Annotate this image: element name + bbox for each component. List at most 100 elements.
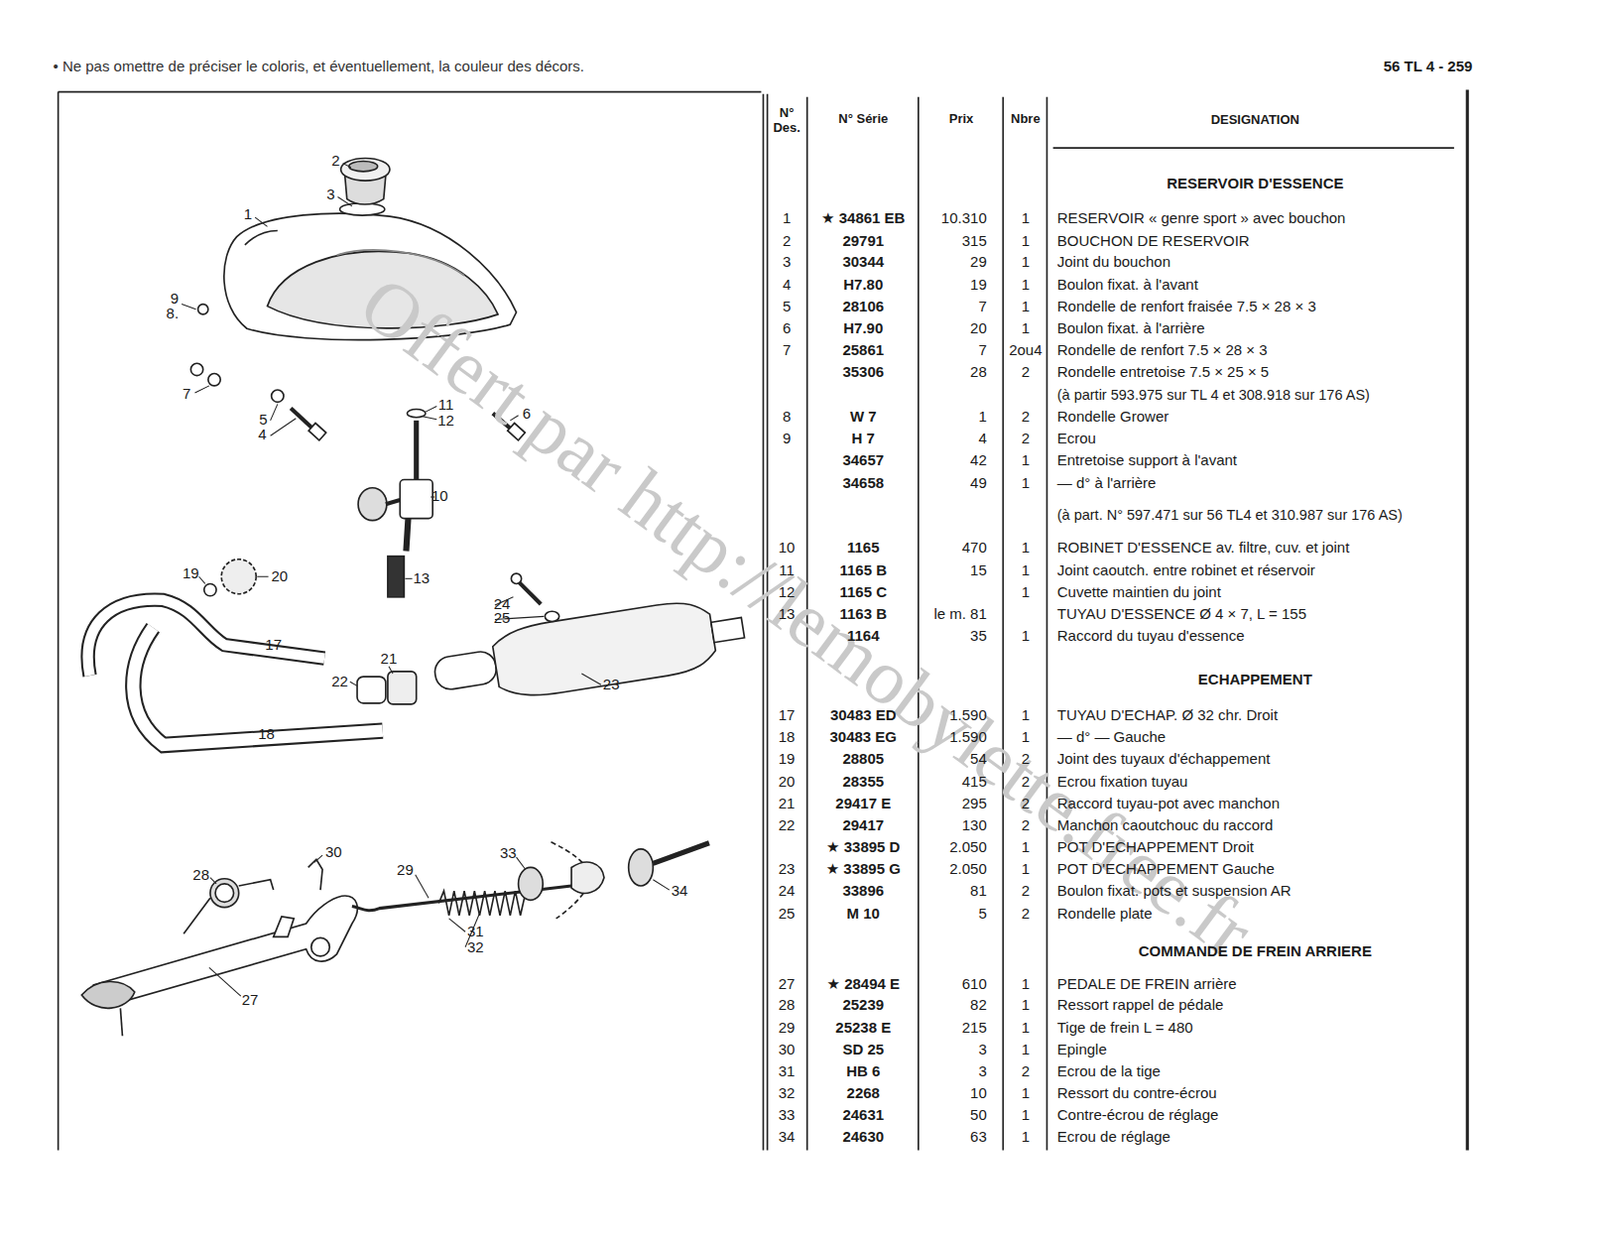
price: 7: [978, 341, 986, 360]
header-note: • Ne pas omettre de préciser le coloris,…: [52, 57, 585, 76]
quantity: 1: [1021, 838, 1030, 857]
price: 10: [970, 1084, 987, 1103]
callout-number: 7: [182, 384, 191, 403]
price: 50: [970, 1106, 987, 1124]
quantity: 1: [1021, 538, 1030, 557]
callout-number: 18: [257, 725, 275, 743]
quantity: 1: [1021, 561, 1030, 580]
serial-number: 25239: [842, 995, 884, 1014]
serial-number: H7.80: [843, 275, 883, 294]
designation: Boulon fixat. pots et suspension AR: [1057, 881, 1292, 900]
exhaust-muffler: [357, 573, 749, 712]
callout-number: 11: [438, 395, 455, 414]
serial-number: 29417: [842, 816, 884, 835]
price: 215: [962, 1018, 987, 1037]
serial-number: H7.90: [843, 319, 883, 338]
callout-number: 21: [380, 649, 398, 668]
quantity: 2: [1021, 881, 1030, 900]
callout-number: 25: [493, 609, 511, 627]
quantity: 1: [1021, 975, 1030, 993]
quantity: 1: [1021, 995, 1030, 1014]
callout-number: 6: [522, 404, 531, 423]
quantity: 2: [1021, 749, 1030, 768]
callout-number: 23: [603, 675, 620, 694]
quantity: 2: [1021, 772, 1030, 791]
ref-number: 23: [778, 860, 796, 878]
quantity: 1: [1021, 297, 1030, 316]
serial-number: 24631: [842, 1106, 884, 1124]
ref-number: 11: [778, 561, 795, 580]
price: 315: [962, 232, 987, 250]
designation: TUYAU D'ESSENCE Ø 4 × 7, L = 155: [1057, 605, 1307, 623]
serial-number: 28106: [842, 297, 884, 316]
designation: Ressort rappel de pédale: [1057, 995, 1225, 1014]
ref-number: 30: [778, 1040, 796, 1059]
column-header: Nbre: [1010, 110, 1041, 128]
callout-number: 12: [437, 411, 455, 430]
price: 2.050: [949, 860, 987, 878]
price: 5: [978, 904, 986, 923]
serial-number: 1164: [847, 626, 880, 645]
designation: Ecrou de réglage: [1057, 1127, 1171, 1146]
price: 49: [970, 474, 987, 493]
callout-number: 13: [413, 569, 431, 588]
designation: RESERVOIR « genre sport » avec bouchon: [1057, 209, 1347, 228]
ref-number: 19: [778, 749, 796, 768]
serial-number: HB 6: [846, 1062, 880, 1081]
ref-number: 12: [778, 583, 796, 602]
serial-number: 28355: [842, 772, 884, 791]
serial-number: W 7: [850, 407, 877, 426]
quantity: 1: [1021, 706, 1030, 725]
ref-number: 20: [778, 772, 796, 791]
quantity: 1: [1021, 728, 1030, 746]
brake-pedal: [81, 842, 710, 1036]
table-frame: [58, 90, 1469, 1151]
designation: Rondelle de renfort fraisée 7.5 × 28 × 3: [1057, 297, 1317, 316]
designation: ROBINET D'ESSENCE av. filtre, cuv. et jo…: [1057, 538, 1351, 557]
price: 63: [970, 1127, 987, 1146]
quantity: 2: [1021, 816, 1030, 835]
quantity: 2: [1021, 429, 1030, 448]
designation: Ecrou de la tige: [1057, 1062, 1161, 1081]
quantity: 2: [1021, 407, 1030, 426]
designation: Boulon fixat. à l'arrière: [1057, 319, 1206, 338]
price: 15: [970, 561, 987, 580]
ref-number: 31: [778, 1062, 796, 1081]
designation: Entretoise support à l'avant: [1057, 451, 1237, 470]
price: 1.590: [949, 706, 987, 725]
quantity: 1: [1021, 583, 1030, 602]
serial-number: 34658: [842, 474, 884, 493]
ref-number: 2: [782, 232, 791, 250]
designation: Joint du bouchon: [1057, 252, 1171, 271]
serial-number: 1165 C: [839, 583, 887, 602]
serial-number: 1163 B: [839, 605, 887, 623]
price: 35: [970, 626, 987, 645]
callout-number: 17: [264, 635, 282, 654]
ref-number: 7: [782, 341, 791, 360]
ref-number: 5: [782, 297, 791, 316]
price: 3: [978, 1040, 986, 1059]
serial-number: 1165 B: [839, 561, 887, 580]
price: 81: [970, 881, 987, 900]
designation: Rondelle Grower: [1057, 407, 1170, 426]
price: 7: [978, 297, 986, 316]
designation: Boulon fixat. à l'avant: [1057, 275, 1199, 294]
price: 19: [970, 275, 987, 294]
price: 42: [970, 451, 987, 470]
price: 470: [962, 538, 987, 557]
quantity: 1: [1021, 319, 1030, 338]
price: le m. 81: [933, 605, 986, 623]
quantity: 1: [1021, 1018, 1030, 1037]
price: 54: [970, 749, 987, 768]
ref-number: 4: [782, 275, 791, 294]
quantity: 1: [1021, 252, 1030, 271]
ref-number: 18: [778, 728, 796, 746]
serial-number: 2268: [847, 1084, 880, 1103]
quantity: 1: [1021, 474, 1030, 493]
serial-number: ★ 28494 E: [827, 975, 901, 993]
serial-number: ★ 33895 G: [826, 860, 901, 878]
callout-number: 31: [467, 922, 485, 941]
quantity: 1: [1021, 1127, 1030, 1146]
designation: POT D'ECHAPPEMENT Gauche: [1057, 860, 1275, 878]
